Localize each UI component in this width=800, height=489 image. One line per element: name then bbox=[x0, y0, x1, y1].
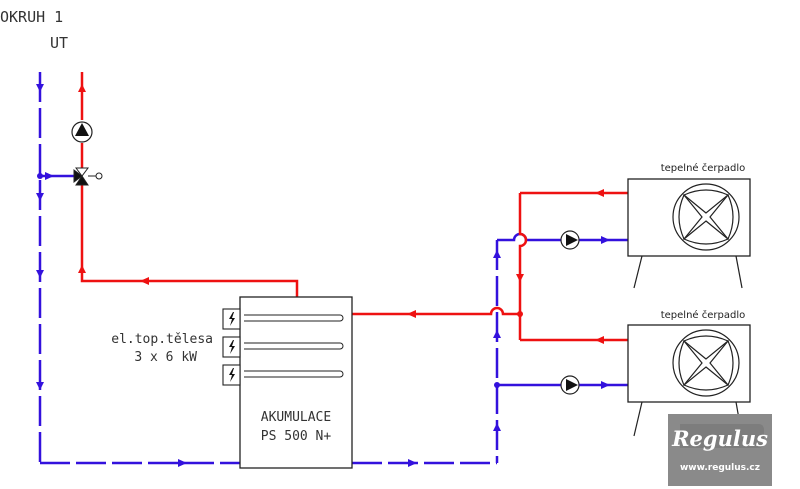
tank-label-line1: AKUMULACE bbox=[261, 410, 331, 425]
arrow-return-up-1 bbox=[493, 250, 501, 258]
circuit-title-line2: UT bbox=[50, 34, 68, 52]
arrow-return-down-1 bbox=[36, 84, 44, 92]
arrow-return-hp-bottom bbox=[601, 381, 610, 389]
heaters-label-line2: 3 x 6 kW bbox=[134, 350, 197, 365]
arrow-return-right-1 bbox=[178, 459, 187, 467]
heaters-label-line1: el.top.tělesa bbox=[111, 332, 213, 347]
regulus-logo: Regulus www.regulus.cz bbox=[668, 414, 772, 486]
supply-from-hp bbox=[352, 306, 520, 316]
circuit-title-line1: OKRUH 1 bbox=[0, 8, 63, 26]
supply-pipes bbox=[80, 72, 628, 342]
arrow-bypass bbox=[45, 172, 54, 180]
arrow-return-hp-top bbox=[601, 236, 610, 244]
logo-brand: Regulus bbox=[671, 426, 768, 451]
arrow-supply-down bbox=[516, 274, 524, 282]
heater-2-icon bbox=[222, 336, 241, 358]
arrow-return-right-2 bbox=[408, 459, 417, 467]
arrow-supply-left-2 bbox=[407, 310, 416, 318]
arrow-return-up-2 bbox=[493, 330, 501, 338]
circuit-pump-icon bbox=[71, 121, 93, 143]
mixing-valve-icon bbox=[73, 167, 103, 186]
arrow-supply-left-3 bbox=[595, 189, 604, 197]
hp-bottom-pump-icon bbox=[560, 375, 580, 395]
fan-icon bbox=[672, 183, 740, 251]
heater-3-icon bbox=[222, 364, 241, 386]
junction-supply bbox=[517, 311, 523, 317]
logo-url: www.regulus.cz bbox=[680, 463, 760, 473]
heater-1-icon bbox=[222, 308, 241, 330]
flow-arrows bbox=[36, 84, 610, 467]
fan-icon bbox=[672, 329, 740, 397]
supply-collector bbox=[518, 193, 528, 340]
heat-pump-top-label: tepelné čerpadlo bbox=[661, 162, 746, 174]
supply-from-tank bbox=[80, 185, 299, 297]
arrow-return-up-3 bbox=[493, 423, 501, 431]
arrow-supply-left-1 bbox=[140, 277, 149, 285]
hp-top-pump-icon bbox=[560, 230, 580, 250]
arrow-supply-left-4 bbox=[595, 336, 604, 344]
arrow-return-down-4 bbox=[36, 382, 44, 390]
heating-coils bbox=[244, 314, 344, 378]
tank-label-line2: PS 500 N+ bbox=[261, 429, 332, 444]
junction-return-right bbox=[494, 382, 500, 388]
heat-pump-top: tepelné čerpadlo bbox=[627, 162, 751, 289]
arrow-return-down-3 bbox=[36, 270, 44, 278]
heat-pump-bottom: tepelné čerpadlo bbox=[627, 309, 751, 437]
accumulation-tank: AKUMULACE PS 500 N+ bbox=[239, 296, 353, 469]
junction-return-left bbox=[37, 173, 43, 179]
heat-pump-bottom-label: tepelné čerpadlo bbox=[661, 309, 746, 321]
electric-heaters bbox=[222, 308, 241, 386]
arrow-supply-up-2 bbox=[78, 265, 86, 273]
arrow-return-down-2 bbox=[36, 193, 44, 201]
arrow-supply-up-1 bbox=[78, 84, 86, 92]
